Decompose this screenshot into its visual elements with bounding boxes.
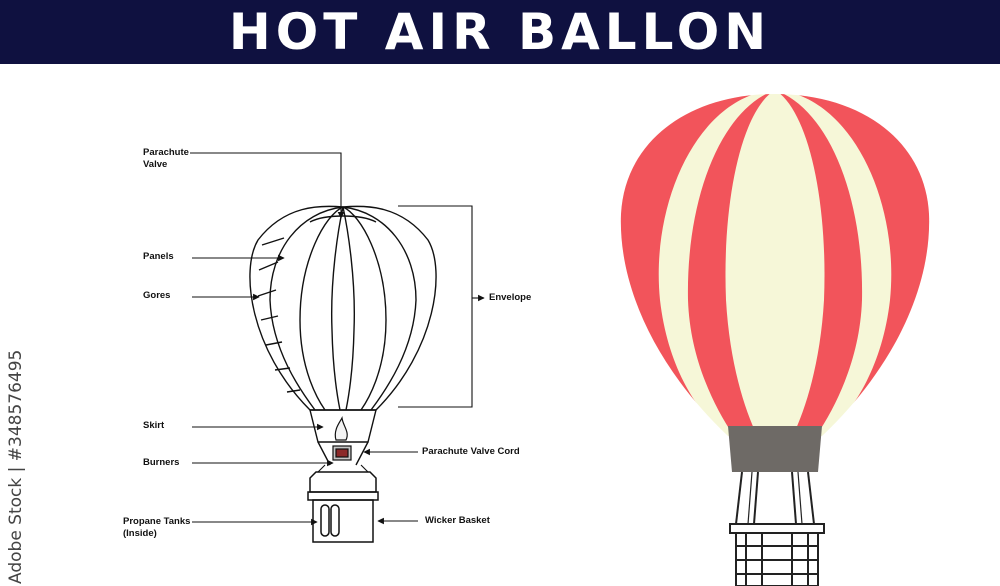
title-bar: HOT AIR BALLON [0,0,1000,64]
label-parachute-valve: Parachute Valve [143,147,189,170]
label-gores: Gores [143,290,171,301]
label-burners: Burners [143,457,180,468]
illustration-envelope [620,94,930,436]
label-parachute-valve-cord: Parachute Valve Cord [422,446,520,457]
diagram-burners [332,415,352,461]
label-propane-tanks: Propane Tanks (Inside) [123,516,191,539]
page-title: HOT AIR BALLON [228,3,772,61]
parachute-valve-arrow [190,152,345,219]
illustration-basket [729,523,825,586]
label-wicker-basket: Wicker Basket [425,515,490,526]
label-panels: Panels [143,251,174,262]
label-envelope: Envelope [489,292,532,303]
illustration-skirt [728,426,822,472]
diagram-basket [307,471,379,543]
illustration-ropes [735,471,815,525]
label-skirt: Skirt [143,420,165,431]
envelope-bracket [398,205,485,408]
